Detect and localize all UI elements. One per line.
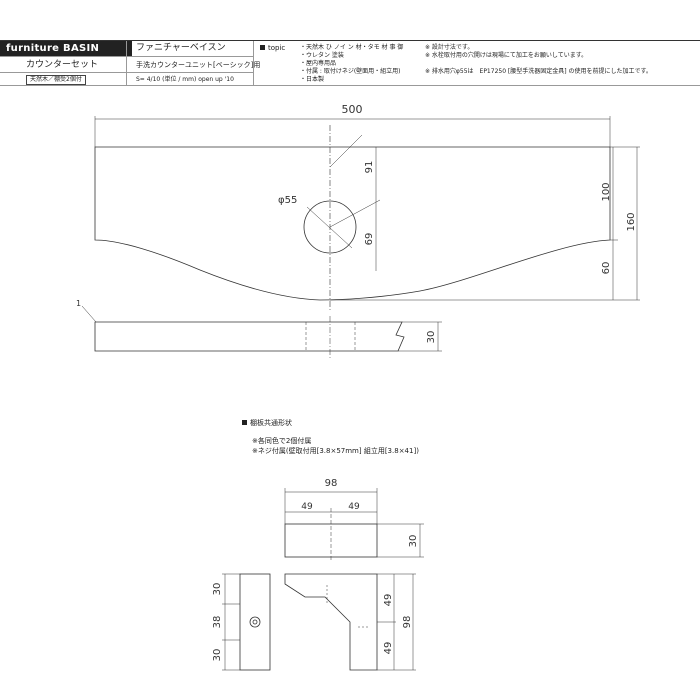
bracket-side-profile [284,573,378,671]
note-item: ※ 設計寸法です。 [425,44,474,51]
topic-list: ・天然木 ひ ノイ ン 材・タモ 材 事 御 ・ウレタン 塗装 ・屋内専用品 ・… [300,44,403,84]
dim-91-label: 91 [364,161,375,174]
topic-item: ・日本製 [300,76,325,83]
product-type: カウンターセット [26,60,99,70]
bracket-dim-49-side: 49 [383,594,394,607]
bracket-dim-38: 38 [212,616,223,629]
notes-list: ※ 設計寸法です。 ※ 水栓取付用の穴開けは現場にて加工をお願いしています。 ※… [425,44,652,76]
bracket-note-1: ※各同色で2個付属 [252,437,312,445]
bracket-dim-98: 98 [325,478,338,489]
topic-item: ・付属 : 取付けネジ(壁面用・組立用) [300,68,401,75]
note-item: ※ 排水用穴φ55は EP17250 [腰型手洗器固定金具] の使用を前提にした… [425,68,652,75]
leader-line [81,305,97,323]
bracket-dim-98-side: 98 [402,616,413,629]
chamfer-label: 1 [76,299,81,308]
dim-69-label: 69 [364,233,375,246]
brand-label: furniture BASIN [0,41,132,56]
product-subtitle: 手洗カウンターユニット[ベーシック]用 [136,61,261,69]
square-bullet-icon [242,420,247,425]
drain-hole [303,200,357,254]
dim-160-label: 160 [626,212,637,231]
leader-line [329,134,363,168]
bracket-front-view [239,573,271,671]
hole-diameter-label: φ55 [278,195,297,206]
topic-item: ・天然木 ひ ノイ ン 材・タモ 材 事 御 [300,44,404,51]
dim-60-label: 60 [601,262,612,275]
dim-100-label: 100 [601,182,612,201]
title-block: furniture BASIN ファニチャーベイスン カウンターセット 手洗カウ… [0,40,700,86]
dim-width-label: 500 [342,103,363,116]
bracket-note-2: ※ネジ付属(壁取付用[3.8×57mm] 組立用[3.8×41]) [252,447,419,455]
bracket-dim-30-top: 30 [408,535,419,548]
divider [126,41,127,85]
bracket-dim-49-right: 49 [348,502,360,512]
material-badge: 天然木／棚受2個付 [26,75,86,85]
topic-item: ・ウレタン 塗装 [300,52,344,59]
leader-line [306,206,353,249]
bracket-dim-49-side: 49 [383,642,394,655]
thickness-label: 30 [426,331,437,344]
screw-hole [252,619,258,625]
screw-hole [249,616,261,628]
bracket-dim-49-left: 49 [301,502,313,512]
bracket-dim-30-a: 30 [212,583,223,596]
divider [253,41,254,85]
leader-line [329,199,381,228]
product-name: ファニチャーベイスン [136,43,226,53]
topic-heading: topic [260,43,285,53]
counter-top-outline [94,146,611,301]
bracket-section-title: 棚板共通形状 [242,418,292,428]
square-bullet-icon [260,45,265,50]
scale-label: S= 4/10 (単位 / mm) open up '10 [136,76,234,83]
topic-item: ・屋内専用品 [300,60,337,67]
bracket-dim-30-b: 30 [212,649,223,662]
note-item: ※ 水栓取付用の穴開けは現場にて加工をお願いしています。 [425,52,588,59]
counter-side-view [94,321,405,352]
